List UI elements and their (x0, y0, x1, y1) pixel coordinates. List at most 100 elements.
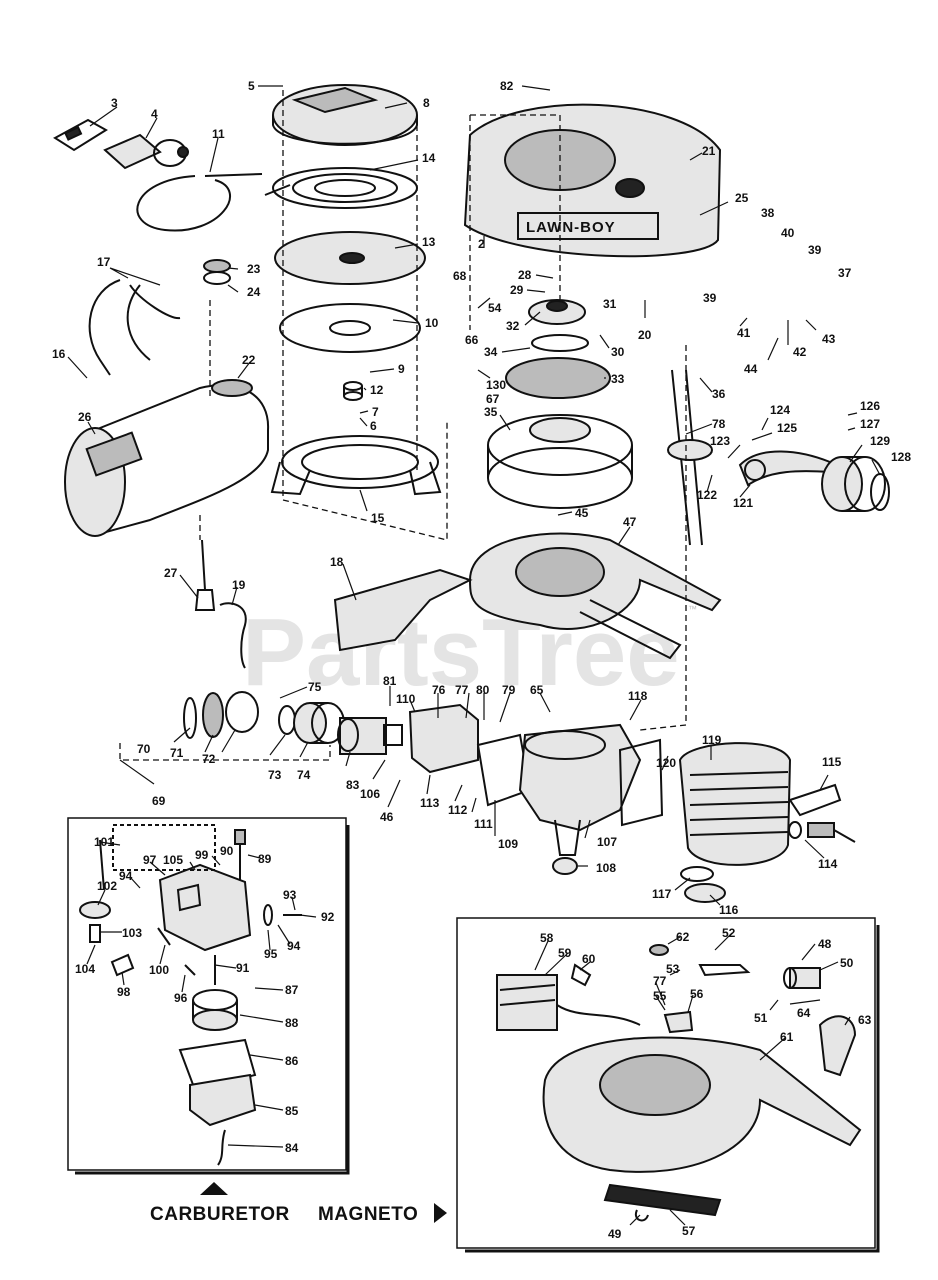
part-128-ring (870, 473, 890, 511)
callout-112: 112 (448, 803, 468, 817)
part-73-74-filter-element (278, 702, 345, 744)
callout-94a: 94 (119, 869, 133, 883)
caption-carburetor: CARBURETOR (150, 1204, 290, 1225)
callout-56: 56 (690, 987, 704, 1001)
callout-129: 129 (870, 434, 890, 448)
part-19-fuel-line (219, 602, 247, 669)
callout-34: 34 (484, 345, 498, 359)
callout-32: 32 (506, 319, 520, 333)
magneto-inset (456, 917, 880, 1253)
callout-104: 104 (75, 962, 95, 976)
callout-25: 25 (735, 191, 749, 205)
callout-80: 80 (476, 683, 490, 697)
callout-111: 111 (474, 817, 493, 831)
callout-119: 119 (702, 733, 722, 747)
callout-33: 33 (611, 372, 625, 386)
callout-76: 76 (432, 683, 446, 697)
callout-51: 51 (754, 1011, 768, 1025)
callout-125: 125 (777, 421, 797, 435)
callout-110: 110 (396, 692, 416, 706)
callout-114: 114 (818, 857, 838, 871)
part-14-recoil-spring (264, 167, 418, 209)
callout-42: 42 (793, 345, 807, 359)
callout-44: 44 (744, 362, 758, 376)
callout-29: 29 (510, 283, 524, 297)
callout-90: 90 (220, 844, 234, 858)
callout-92: 92 (321, 910, 335, 924)
callout-113: 113 (420, 796, 440, 810)
callout-63: 63 (858, 1013, 872, 1027)
callout-94b: 94 (287, 939, 301, 953)
callout-7: 7 (372, 405, 379, 419)
callout-118: 118 (628, 689, 648, 703)
callout-36: 36 (712, 387, 726, 401)
callout-73: 73 (268, 768, 282, 782)
callout-47: 47 (623, 515, 637, 529)
part-129-piston (821, 456, 886, 512)
callout-120: 120 (656, 756, 676, 770)
part-23-fuel-cap (203, 259, 231, 285)
part-3-key (53, 118, 108, 152)
part-115-bracket (788, 783, 842, 817)
callout-59: 59 (558, 946, 572, 960)
callout-55: 55 (653, 989, 667, 1003)
callout-16: 16 (52, 347, 66, 361)
callout-81: 81 (383, 674, 397, 688)
callout-5: 5 (248, 79, 255, 93)
callout-28: 28 (518, 268, 532, 282)
part-11-cable (136, 173, 263, 232)
part-17-bracket (88, 279, 181, 376)
callout-87: 87 (285, 983, 299, 997)
callout-20: 20 (638, 328, 652, 342)
part-83-carburetor (337, 717, 403, 755)
callout-70: 70 (137, 742, 151, 756)
callout-74: 74 (297, 768, 311, 782)
part-119-cylinder (678, 742, 792, 866)
part-4-key-switch (103, 133, 189, 170)
callout-10: 10 (425, 316, 439, 330)
callout-106: 106 (360, 787, 380, 801)
callout-49: 49 (608, 1227, 622, 1241)
leader-lines (67, 85, 881, 1226)
part-12-spacer (343, 381, 363, 401)
callout-22: 22 (242, 353, 256, 367)
callout-52: 52 (722, 926, 736, 940)
part-22-fuel-tank (64, 379, 270, 537)
callout-117: 117 (652, 887, 672, 901)
part-35-flywheel (487, 414, 633, 509)
callout-77a: 77 (455, 683, 469, 697)
callout-116: 116 (719, 903, 739, 917)
callout-19: 19 (232, 578, 246, 592)
part-10-plate (279, 303, 421, 353)
part-70-72-air-filter (183, 691, 259, 739)
callout-98: 98 (117, 985, 131, 999)
callout-75: 75 (308, 680, 322, 694)
callout-99: 99 (195, 848, 209, 862)
callout-38: 38 (761, 206, 775, 220)
callout-122: 122 (697, 488, 717, 502)
cover-logo: LAWN-BOY (526, 219, 616, 236)
callout-50: 50 (840, 956, 854, 970)
callout-67: 67 (486, 392, 500, 406)
callout-115: 115 (822, 755, 842, 769)
callout-89: 89 (258, 852, 272, 866)
part-121-connecting-rod (738, 450, 831, 487)
callout-26: 26 (78, 410, 92, 424)
part-33-screen (505, 357, 611, 399)
callout-121: 121 (733, 496, 753, 510)
callout-21: 21 (702, 144, 716, 158)
callout-72: 72 (202, 752, 216, 766)
callout-97: 97 (143, 853, 157, 867)
callout-13: 13 (422, 235, 436, 249)
callout-37: 37 (838, 266, 852, 280)
callout-68: 68 (453, 269, 467, 283)
callout-2: 2 (478, 237, 485, 251)
callout-102: 102 (97, 879, 117, 893)
callout-86: 86 (285, 1054, 299, 1068)
callout-58: 58 (540, 931, 554, 945)
caption-magneto: MAGNETO (318, 1204, 418, 1225)
callout-6: 6 (370, 419, 377, 433)
part-47-ignition-plate (468, 532, 722, 660)
callout-48: 48 (818, 937, 832, 951)
part-113-reed-block (408, 703, 479, 774)
